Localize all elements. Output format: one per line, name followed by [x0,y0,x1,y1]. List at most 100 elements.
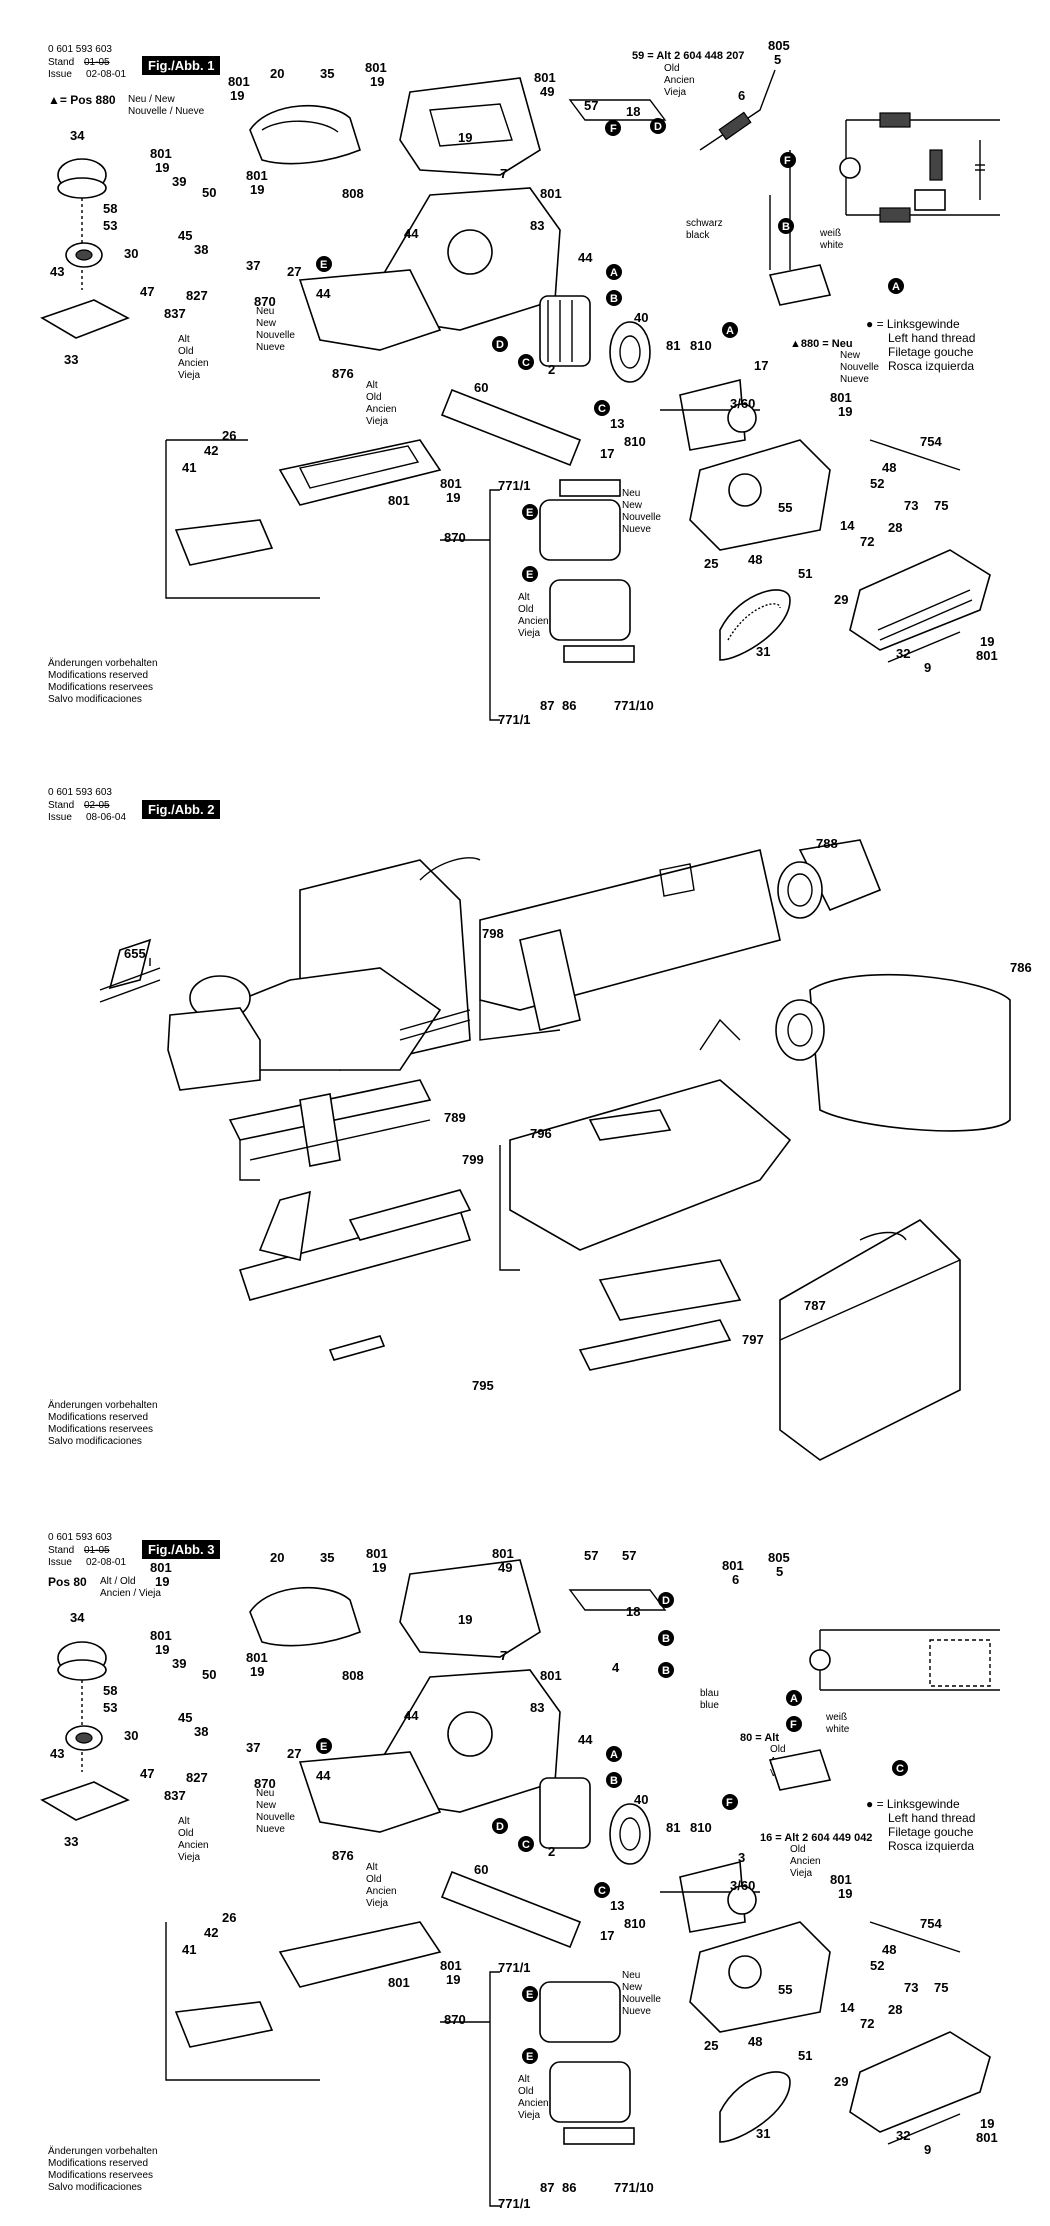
svg-text:86: 86 [562,698,576,713]
neu-label: Nueve [622,2006,651,2017]
neu-label: Neu [622,488,641,499]
svg-text:E: E [320,259,327,271]
svg-text:A: A [892,281,900,293]
svg-text:53: 53 [103,1700,117,1715]
svg-text:F: F [726,1797,733,1809]
nozzle-788 [777,839,882,919]
svg-text:44: 44 [316,286,331,301]
svg-text:25: 25 [704,556,718,571]
svg-text:32: 32 [896,646,910,661]
stand-value: 02-05 [84,800,110,811]
svg-text:47: 47 [140,1766,154,1781]
svg-text:83: 83 [530,1700,544,1715]
svg-text:31: 31 [756,644,770,659]
svg-text:870: 870 [444,2012,466,2027]
doc-number: 0 601 593 603 [48,787,112,798]
svg-text:35: 35 [320,1550,334,1565]
alt-label: Ancien [178,358,209,369]
svg-text:72: 72 [860,534,874,549]
svg-text:19: 19 [230,88,244,103]
modifications-note: Änderungen vorbehalten [48,1400,158,1411]
belt-cover-32 [849,549,991,651]
svg-text:789: 789 [444,1110,466,1125]
svg-text:34: 34 [70,128,85,143]
pos-note-sub: Neu / New [128,94,175,105]
pos-note: ▲= Pos 880 [48,93,116,107]
part-labels: 20 35 801 19 801 19 801 49 805 5 57 18 6… [50,38,998,727]
svg-text:2: 2 [548,1844,555,1859]
svg-text:795: 795 [472,1378,494,1393]
svg-text:42: 42 [204,443,218,458]
figure-title: Fig./Abb. 3 [142,1540,221,1559]
ref-80: 80 = Alt [740,1732,780,1744]
neu-label: Nueve [256,1824,285,1835]
svg-text:771/1: 771/1 [498,712,531,727]
wire-color-label: black [686,230,710,241]
svg-text:19: 19 [980,634,994,649]
thread-note: Rosca izquierda [888,1839,975,1853]
svg-text:13: 13 [610,416,624,431]
ref-16-sub: Ancien [790,1856,821,1867]
modifications-note: Modifications reserved [48,1412,149,1423]
alt-label: Vieja [178,370,201,381]
neu-label: Nouvelle [256,330,295,341]
bench-base-799 [509,1018,792,1251]
svg-text:19: 19 [458,130,472,145]
svg-text:771/1: 771/1 [498,2196,531,2211]
svg-text:87: 87 [540,698,554,713]
svg-text:801: 801 [365,60,387,75]
svg-text:B: B [610,293,618,305]
svg-text:4: 4 [612,1660,620,1675]
alt-label: Ancien [366,1886,397,1897]
stand-value: 01-05 [84,1545,110,1556]
svg-text:801: 801 [150,1560,172,1575]
svg-text:827: 827 [186,288,208,303]
svg-text:18: 18 [626,104,640,119]
svg-text:771/10: 771/10 [614,698,654,713]
wiring-diagram [839,112,1000,223]
thread-note: Filetage gouche [888,1825,974,1839]
svg-text:798: 798 [482,926,504,941]
svg-text:C: C [598,403,606,415]
svg-text:810: 810 [624,1916,646,1931]
svg-text:14: 14 [840,2000,855,2015]
svg-text:801: 801 [492,1546,514,1561]
svg-text:801: 801 [440,1958,462,1973]
svg-text:42: 42 [204,1925,218,1940]
svg-text:41: 41 [182,1942,196,1957]
svg-text:771/1: 771/1 [498,478,531,493]
motor-870-old [549,2061,635,2145]
svg-text:C: C [896,1763,904,1775]
svg-text:B: B [782,221,790,233]
wire-color-label: white [820,240,844,251]
svg-text:827: 827 [186,1770,208,1785]
doc-number: 0 601 593 603 [48,1532,112,1543]
svg-text:28: 28 [888,2002,902,2017]
svg-text:47: 47 [140,284,154,299]
svg-text:801: 801 [388,1975,410,1990]
svg-text:788: 788 [816,836,838,851]
svg-text:53: 53 [103,218,117,233]
svg-text:A: A [610,267,618,279]
issue-value: 02-08-01 [86,1557,127,1568]
svg-text:801: 801 [830,1872,852,1887]
accessories-drawing: 788 798 655 786 789 796 799 787 797 795 [99,836,1032,1461]
ref-59-sub: Vieja [664,87,687,98]
handle-35 [249,104,361,165]
svg-text:57: 57 [584,1548,598,1563]
svg-text:E: E [526,569,533,581]
svg-text:3: 3 [738,1850,745,1865]
housing [298,187,561,351]
svg-text:801: 801 [540,1668,562,1683]
svg-text:19: 19 [370,74,384,89]
svg-text:19: 19 [980,2116,994,2131]
svg-text:48: 48 [748,552,762,567]
svg-text:E: E [526,1989,533,2001]
svg-text:33: 33 [64,1834,78,1849]
belt-cover-32 [849,2031,991,2133]
svg-text:48: 48 [882,1942,896,1957]
alt-label: Old [366,392,382,403]
fence-655 [99,938,161,1003]
svg-text:43: 43 [50,1746,64,1761]
svg-text:83: 83 [530,218,544,233]
